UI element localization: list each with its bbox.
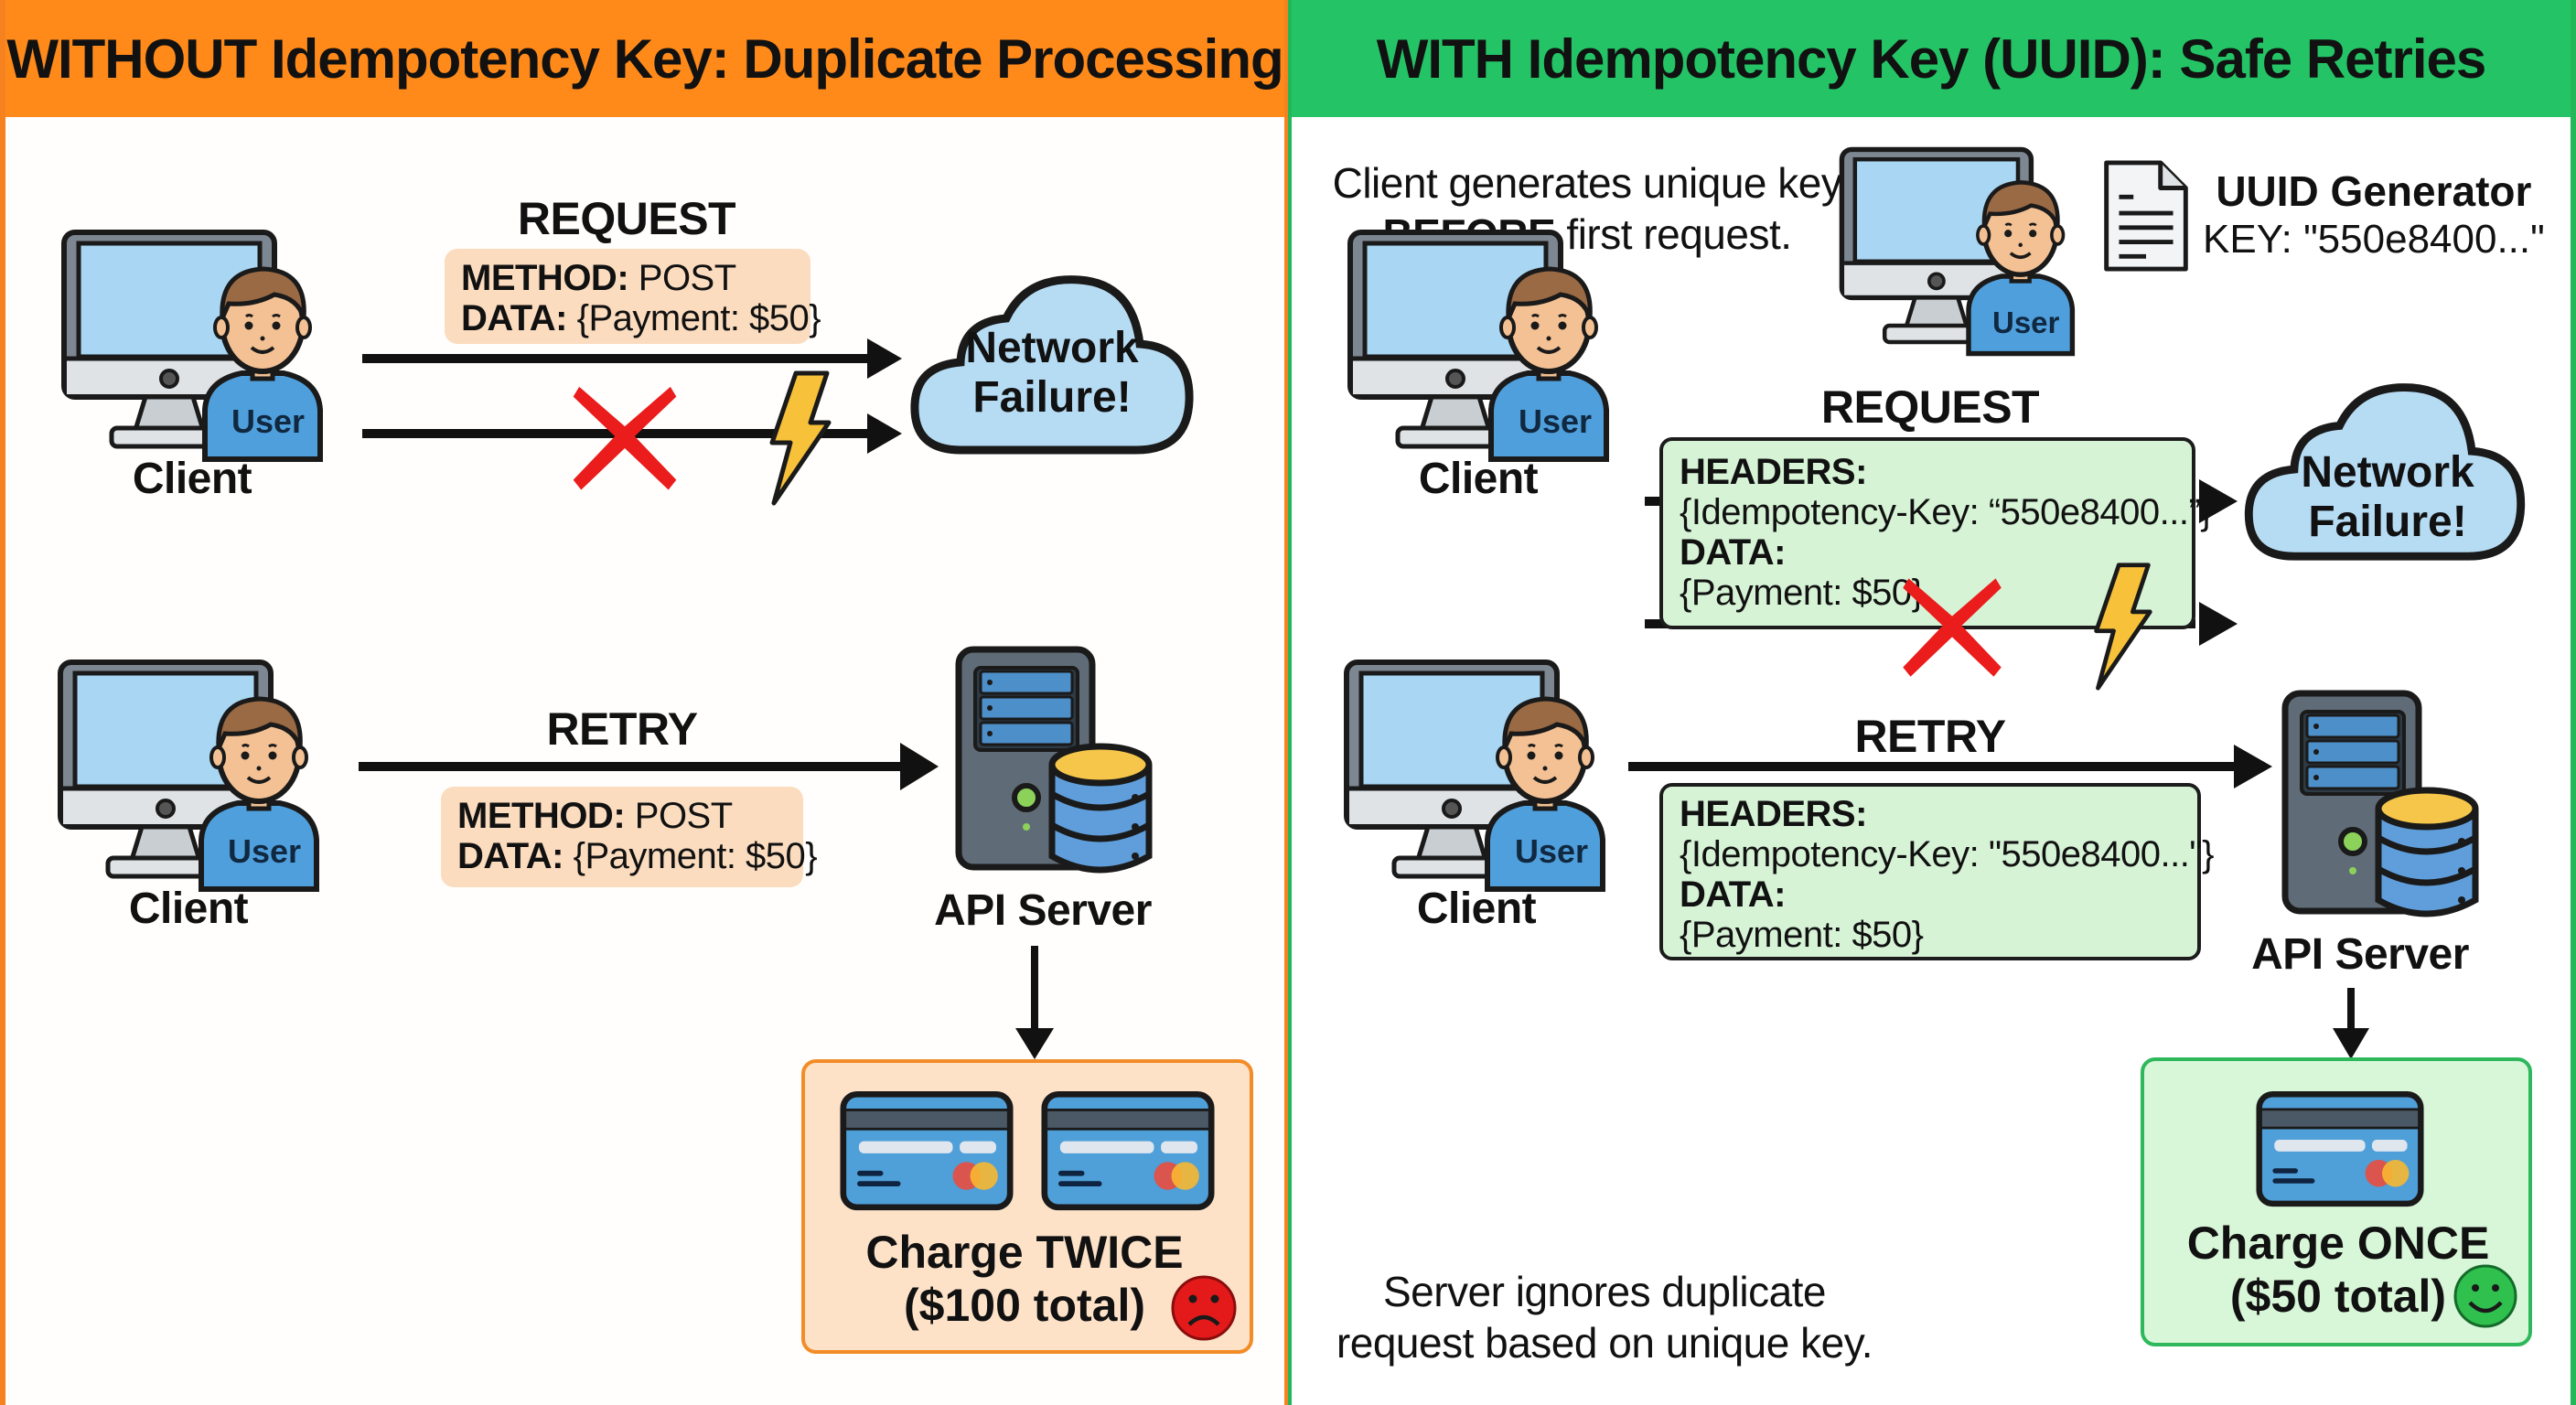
right-banner-title: WITH Idempotency Key (UUID): Safe Retrie… (1292, 0, 2571, 117)
user-badge: User (231, 402, 306, 440)
charge-once-text: Charge ONCE ($50 total) (2186, 1217, 2490, 1322)
method-value: POST (634, 796, 733, 836)
data-label: DATA: (457, 836, 564, 876)
data-label: DATA: (1680, 532, 1786, 573)
method-label: METHOD: (461, 258, 629, 298)
data-value: {Payment: $50} (576, 298, 821, 338)
retry-title: RETRY (1854, 711, 2006, 762)
left-banner-title: WITHOUT Idempotency Key: Duplicate Proce… (5, 0, 1284, 117)
happy-face-icon (2453, 1264, 2517, 1328)
method-value: POST (638, 258, 736, 298)
headers-label: HEADERS: (1680, 794, 1867, 834)
intro-note: Client generates unique key BEFORE first… (1332, 157, 1842, 260)
network-failure-label: Network Failure! (965, 324, 1139, 422)
headers-value: {Idempotency-Key: “550e8400...”} (1680, 492, 2213, 532)
down-arrow (1015, 946, 1054, 1059)
client-label: Client (128, 885, 249, 933)
retry-arrow (359, 743, 939, 790)
credit-card-icon (2256, 1090, 2424, 1209)
data-value: {Payment: $50} (1680, 573, 1924, 613)
headers-value: {Idempotency-Key: "550e8400..."} (1680, 834, 2214, 874)
client-label: Client (1416, 885, 1537, 933)
uuid-generator-title: UUID Generator (2216, 167, 2532, 215)
retry-arrow (1628, 745, 2272, 788)
user-badge: User (1515, 832, 1589, 870)
down-arrow (2333, 988, 2369, 1059)
user-badge: User (228, 832, 302, 870)
data-label: DATA: (1680, 874, 1786, 915)
sad-face-icon (1171, 1275, 1237, 1341)
retry-payload: METHOD: POST DATA: {Payment: $50} (441, 787, 818, 887)
method-label: METHOD: (457, 796, 626, 836)
data-value: {Payment: $50} (573, 836, 818, 876)
api-server-icon (2280, 688, 2490, 935)
retry-payload: HEADERS: {Idempotency-Key: "550e8400..."… (1659, 783, 2214, 960)
data-label: DATA: (461, 298, 567, 338)
user-badge: User (1992, 306, 2060, 339)
request-payload: METHOD: POST DATA: {Payment: $50} (445, 249, 821, 344)
client-label: Client (1418, 455, 1539, 503)
api-server-label: API Server (2251, 930, 2469, 979)
retry-title: RETRY (546, 703, 698, 755)
uuid-generator: UUID Generator KEY: "550e8400..." (2203, 166, 2545, 263)
request-title: REQUEST (517, 193, 736, 244)
credit-card-icon (1041, 1090, 1215, 1213)
data-value: {Payment: $50} (1680, 915, 1924, 955)
credit-card-icon (840, 1090, 1014, 1213)
request-title: REQUEST (1820, 381, 2040, 433)
headers-label: HEADERS: (1680, 452, 1867, 492)
api-server-label: API Server (934, 886, 1152, 935)
uuid-key-value: KEY: "550e8400..." (2203, 217, 2545, 262)
user-badge: User (1519, 402, 1593, 440)
client-label: Client (132, 455, 252, 503)
charge-twice-text: Charge TWICE ($100 total) (865, 1227, 1184, 1331)
network-failure-label: Network Failure! (2301, 448, 2474, 546)
footer-note: Server ignores duplicate request based o… (1336, 1268, 1873, 1367)
